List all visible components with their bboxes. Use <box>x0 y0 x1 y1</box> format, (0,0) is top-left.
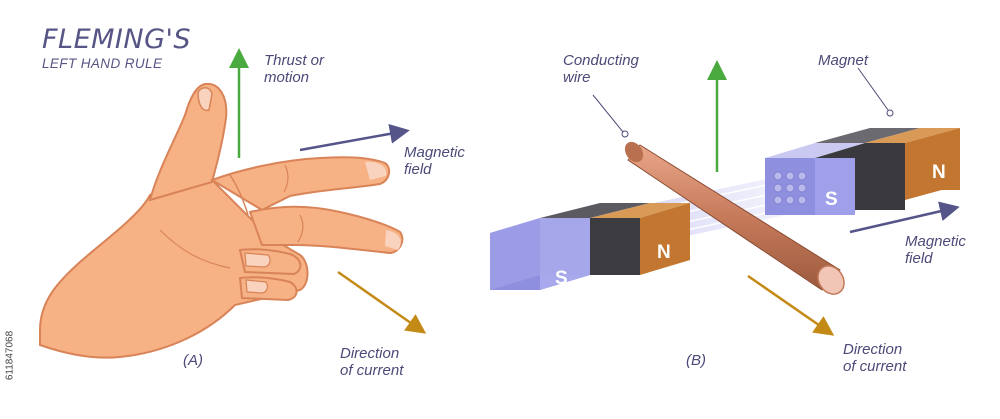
title-sub: LEFT HAND RULE <box>42 56 163 71</box>
field-arrow-a <box>299 123 410 152</box>
conducting-wire <box>624 141 845 295</box>
pole-label-s-left: S <box>555 268 568 289</box>
pole-label-n-right: N <box>932 162 946 183</box>
hand-illustration <box>39 82 404 359</box>
field-arrow-b <box>849 201 960 234</box>
leader-lines <box>592 67 894 138</box>
magnet-right: S N <box>765 128 960 215</box>
panel-b-label: (B) <box>686 352 706 369</box>
current-arrow-a <box>337 270 427 334</box>
magnet-left: S N <box>490 203 690 290</box>
current-arrow-b <box>747 274 835 336</box>
wire-strands-icon <box>773 171 807 205</box>
wire-label: Conducting wire <box>563 52 639 86</box>
north-pole-face <box>640 203 690 275</box>
title-main: FLEMING'S <box>42 24 192 55</box>
stock-id: 611847068 <box>4 330 16 381</box>
current-label-b: Direction of current <box>843 341 907 375</box>
field-label-a: Magnetic field <box>404 144 465 178</box>
current-label-a: Direction of current <box>340 345 404 379</box>
magnet-label: Magnet <box>818 52 869 69</box>
field-label-b: Magnetic field <box>905 233 966 267</box>
thrust-label-a: Thrust or motion <box>264 52 325 86</box>
panel-a-label: (A) <box>183 352 203 369</box>
pole-label-n-left: N <box>657 242 671 263</box>
pole-label-s-right: S <box>825 189 838 210</box>
